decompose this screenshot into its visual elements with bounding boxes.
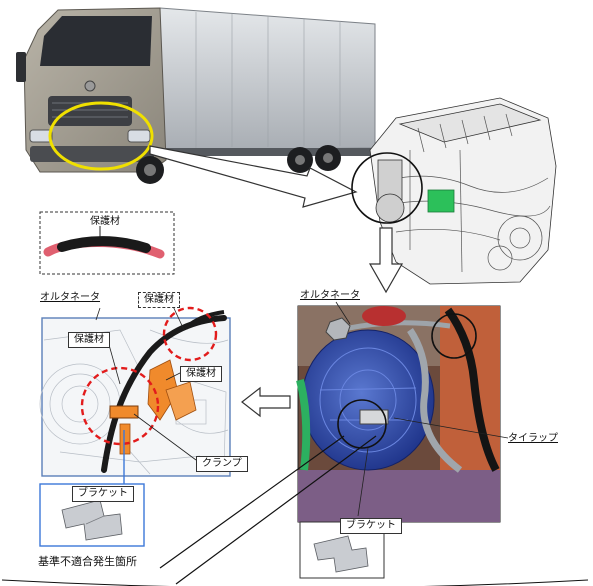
bracket-part-left [61, 499, 123, 541]
arrow-photo-to-cad [241, 386, 291, 418]
photo-focus-circle-small [431, 313, 477, 359]
bracket-part-right [313, 535, 369, 573]
dashed-circle-lower [80, 366, 160, 446]
arrow-engine-to-photo [368, 227, 404, 294]
label-protective-material-3: 保護材 [180, 366, 222, 382]
engine-illustration [351, 97, 557, 285]
label-nonconformity-location: 基準不適合発生箇所 [38, 555, 137, 568]
label-protective-material-1: 保護材 [138, 292, 180, 308]
protective-sleeve [57, 236, 151, 253]
label-alternator-right: オルタネータ [300, 290, 360, 301]
dashed-circle-upper [162, 306, 218, 362]
highlight-ellipse [48, 101, 154, 171]
arrow-truck-to-engine [149, 145, 358, 208]
label-bracket-left: ブラケット [72, 486, 134, 502]
photo-focus-circle-main [337, 399, 387, 449]
bottom-arc [1, 579, 589, 586]
legend-label-protective-material: 保護材 [90, 216, 120, 227]
clamp-part [109, 405, 139, 419]
truck-illustration [16, 7, 376, 184]
callout-line-2 [175, 435, 377, 585]
label-clamp: クランプ [196, 456, 248, 472]
engine-focus-circle [351, 152, 423, 224]
callout-line-1 [159, 435, 345, 569]
label-tie-wrap: タイラップ [508, 433, 558, 444]
alternator-photo-panel [296, 301, 509, 523]
label-bracket-right: ブラケット [340, 518, 402, 534]
label-alternator-left: オルタネータ [40, 292, 100, 303]
label-protective-material-2: 保護材 [68, 332, 110, 348]
harness-cable [101, 315, 227, 473]
